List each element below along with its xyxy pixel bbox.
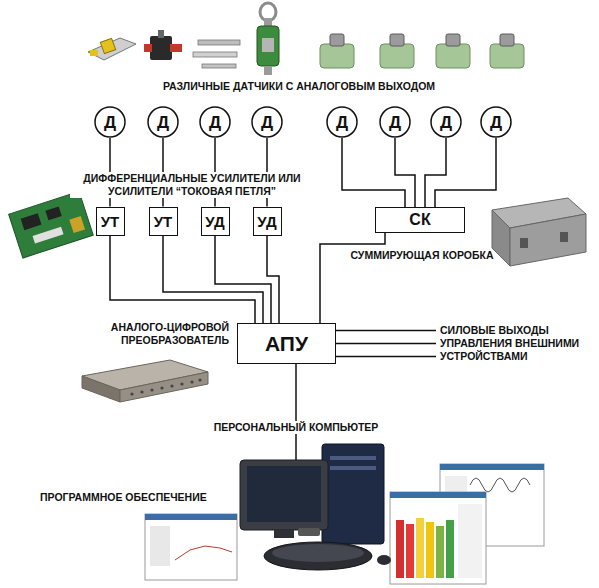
node-text: Д — [336, 114, 348, 131]
connector — [435, 138, 496, 207]
caption-label: ПЕРСОНАЛЬНЫЙ КОМПЬЮТЕР — [211, 421, 382, 434]
sensor-circle: Д — [326, 106, 358, 138]
output-wire — [336, 356, 436, 358]
sensor-pictures — [88, 3, 524, 75]
node-text: УД — [205, 214, 224, 229]
connector — [110, 236, 255, 324]
node-text: Д — [389, 114, 401, 131]
block-box: СК — [375, 207, 465, 233]
circle-shape — [431, 107, 461, 137]
sensor-circle: Д — [430, 106, 462, 138]
node-text: Д — [261, 114, 273, 131]
caption-label: ДИФФЕРЕНЦИАЛЬНЫЕ УСИЛИТЕЛИ ИЛИ УСИЛИТЕЛИ… — [70, 172, 314, 198]
sensor-circle: Д — [147, 106, 179, 138]
node-text: Д — [104, 114, 116, 131]
circle-shape — [481, 107, 511, 137]
block-box: УД — [253, 207, 282, 236]
caption-label: СИЛОВЫЕ ВЫХОДЫ УПРАВЛЕНИЯ ВНЕШНИМИ УСТРО… — [440, 324, 592, 363]
caption-label: ПРОГРАММНОЕ ОБЕСПЕЧЕНИЕ — [40, 491, 207, 504]
block-box: УТ — [96, 207, 125, 236]
adc-device-picture — [82, 360, 208, 402]
node-text: Д — [440, 114, 452, 131]
block-box: УД — [201, 207, 230, 236]
node-text: Д — [490, 114, 502, 131]
block-box: АПУ — [237, 323, 336, 364]
sensor-circle: Д — [94, 106, 126, 138]
caption-label: АНАЛОГО-ЦИФРОВОЙ ПРЕОБРАЗОВАТЕЛЬ — [89, 321, 229, 347]
output-wire — [336, 330, 436, 332]
circle-shape — [327, 107, 357, 137]
node-text: УТ — [154, 214, 173, 229]
connector — [395, 138, 415, 207]
sensor-circle: Д — [199, 106, 231, 138]
caption-label: РАЗЛИЧНЫЕ ДАТЧИКИ С АНАЛОГОВЫМ ВЫХОДОМ — [163, 80, 435, 93]
node-text: СК — [409, 212, 430, 228]
node-text: Д — [157, 114, 169, 131]
node-text: УТ — [101, 214, 120, 229]
node-text: Д — [209, 114, 221, 131]
computer-wire — [295, 364, 297, 460]
sensor-circle: Д — [251, 106, 283, 138]
junction-box-picture — [492, 198, 586, 266]
circle-shape — [252, 107, 282, 137]
output-wire — [336, 343, 436, 345]
connector — [267, 236, 279, 324]
node-text: АПУ — [265, 333, 308, 354]
sensor-circle: Д — [480, 106, 512, 138]
circle-shape — [95, 107, 125, 137]
amplifier-board-picture — [9, 191, 94, 258]
circle-shape — [148, 107, 178, 137]
sensor-circle: Д — [379, 106, 411, 138]
connector — [163, 236, 263, 324]
caption-label: СУММИРУЮЩАЯ КОРОБКА — [350, 249, 493, 262]
block-box: УТ — [149, 207, 178, 236]
node-text: УД — [257, 214, 276, 229]
circle-shape — [200, 107, 230, 137]
circle-shape — [380, 107, 410, 137]
connector — [320, 233, 385, 323]
connector — [215, 236, 271, 324]
computer-picture — [240, 444, 391, 570]
